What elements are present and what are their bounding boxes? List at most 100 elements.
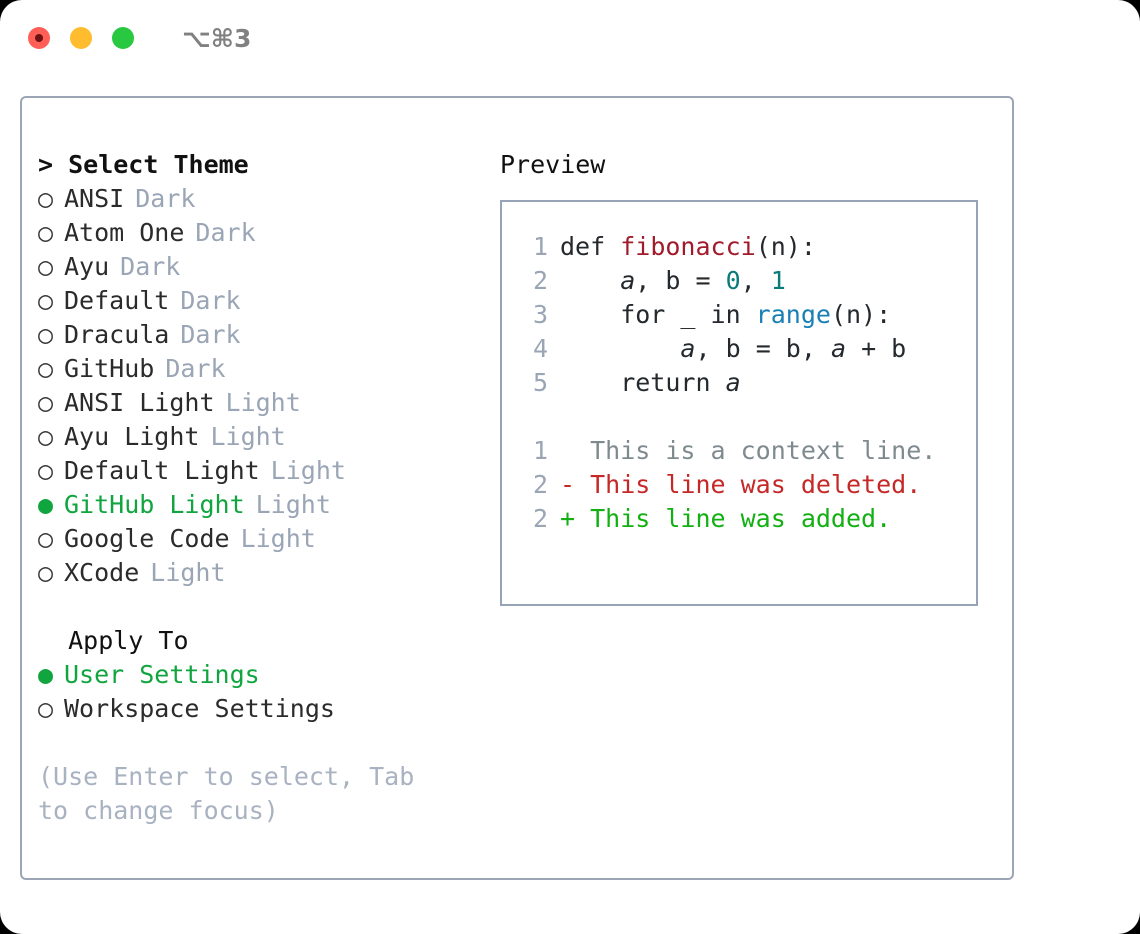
radio-unselected-icon: ○ — [38, 184, 54, 213]
diff-sign: - — [560, 470, 576, 499]
theme-option-label: ANSI Light — [64, 388, 215, 417]
theme-option-label: Ayu Light — [64, 422, 200, 451]
code-token-plain: return — [560, 368, 726, 397]
apply-to-option-label: User Settings — [64, 660, 260, 689]
code-token-plain: def — [560, 232, 621, 261]
radio-unselected-icon: ○ — [38, 524, 54, 553]
code-token-plain — [560, 334, 680, 363]
keyboard-shortcut-label: ⌥⌘3 — [182, 23, 252, 53]
theme-option-label: Atom One — [64, 218, 185, 247]
code-line: 5 return a — [520, 366, 976, 400]
diff-line-number: 1 — [532, 436, 548, 465]
code-line-number: 3 — [532, 300, 548, 329]
theme-option-ayu[interactable]: ○ Ayu Dark — [38, 250, 478, 284]
code-line-number: 5 — [532, 368, 548, 397]
apply-to-option-user-settings[interactable]: ● User Settings — [38, 658, 478, 692]
theme-variant-badge: Dark — [120, 252, 181, 281]
radio-unselected-icon: ○ — [38, 422, 54, 451]
code-line: 1 def fibonacci(n): — [520, 230, 976, 264]
diff-text: This line was deleted. — [575, 470, 922, 499]
code-token-plain: (n): — [830, 300, 892, 329]
code-token-var: a — [725, 368, 741, 397]
diff-line-add: 2+ This line was added. — [520, 502, 976, 536]
minimize-window-button[interactable] — [70, 27, 92, 49]
diff-sample-block: 1 This is a context line.2- This line wa… — [520, 434, 976, 536]
radio-unselected-icon: ○ — [38, 388, 54, 417]
theme-option-default[interactable]: ○ Default Dark — [38, 284, 478, 318]
code-token-plain: , b = — [635, 266, 726, 295]
maximize-window-button[interactable] — [112, 27, 134, 49]
code-token-plain: + b — [846, 334, 907, 363]
radio-unselected-icon: ○ — [38, 286, 54, 315]
select-theme-header: > Select Theme — [38, 150, 249, 179]
theme-option-atom-one[interactable]: ○ Atom One Dark — [38, 216, 478, 250]
code-token-plain — [560, 266, 620, 295]
theme-option-label: GitHub — [64, 354, 155, 383]
code-line-number: 4 — [532, 334, 548, 363]
theme-variant-badge: Light — [240, 524, 316, 553]
theme-variant-badge: Light — [150, 558, 226, 587]
theme-option-ansi-light[interactable]: ○ ANSI Light Light — [38, 386, 478, 420]
radio-unselected-icon: ○ — [38, 694, 54, 723]
theme-variant-badge: Light — [225, 388, 301, 417]
code-line: 4 a, b = b, a + b — [520, 332, 976, 366]
theme-option-ayu-light[interactable]: ○ Ayu Light Light — [38, 420, 478, 454]
theme-variant-badge: Light — [255, 490, 331, 519]
code-line: 3 for _ in range(n): — [520, 298, 976, 332]
code-line-number: 1 — [532, 232, 548, 261]
code-token-plain: , b = b, — [695, 334, 831, 363]
code-token-var: a — [680, 334, 696, 363]
hint-spacer — [38, 726, 478, 760]
theme-variant-badge: Dark — [180, 320, 241, 349]
code-line: 2 a, b = 0, 1 — [520, 264, 976, 298]
theme-option-label: GitHub Light — [64, 490, 245, 519]
theme-variant-badge: Dark — [195, 218, 256, 247]
apply-to-option-workspace-settings[interactable]: ○Workspace Settings — [38, 692, 478, 726]
theme-variant-badge: Dark — [180, 286, 241, 315]
radio-unselected-icon: ○ — [38, 252, 54, 281]
code-diff-gap — [520, 400, 976, 434]
radio-unselected-icon: ○ — [38, 218, 54, 247]
code-token-plain: , — [740, 266, 771, 295]
theme-variant-badge: Dark — [165, 354, 226, 383]
diff-text: This is a context line. — [575, 436, 937, 465]
theme-variant-badge: Light — [210, 422, 286, 451]
close-window-button[interactable] — [28, 27, 50, 49]
code-token-num: 1 — [770, 266, 786, 295]
code-token-fn: fibonacci — [620, 232, 756, 261]
code-token-num: 0 — [725, 266, 741, 295]
radio-selected-icon: ● — [38, 660, 54, 689]
apply-to-header: Apply To — [38, 626, 189, 655]
diff-line-del: 2- This line was deleted. — [520, 468, 976, 502]
theme-option-label: Ayu — [64, 252, 110, 281]
diff-text: This line was added. — [575, 504, 892, 533]
radio-selected-icon: ● — [38, 490, 54, 519]
diff-sign: + — [560, 504, 576, 533]
diff-line-number: 2 — [532, 470, 548, 499]
theme-option-label: ANSI — [64, 184, 125, 213]
preview-label: Preview — [500, 150, 606, 179]
radio-unselected-icon: ○ — [38, 320, 54, 349]
theme-option-label: Default — [64, 286, 170, 315]
radio-unselected-icon: ○ — [38, 558, 54, 587]
code-token-plain: for _ in — [560, 300, 756, 329]
code-token-var: a — [830, 334, 847, 363]
title-bar: ⌥⌘3 — [0, 0, 1140, 76]
code-token-plain: (n): — [755, 232, 816, 261]
diff-line-ctx: 1 This is a context line. — [520, 434, 976, 468]
code-line-number: 2 — [532, 266, 548, 295]
apply-to-option-list: ● User Settings ○Workspace Settings — [38, 658, 478, 726]
keyboard-hint-text: (Use Enter to select, Tab to change focu… — [38, 762, 430, 825]
theme-option-github-light[interactable]: ● GitHub Light Light — [38, 488, 478, 522]
